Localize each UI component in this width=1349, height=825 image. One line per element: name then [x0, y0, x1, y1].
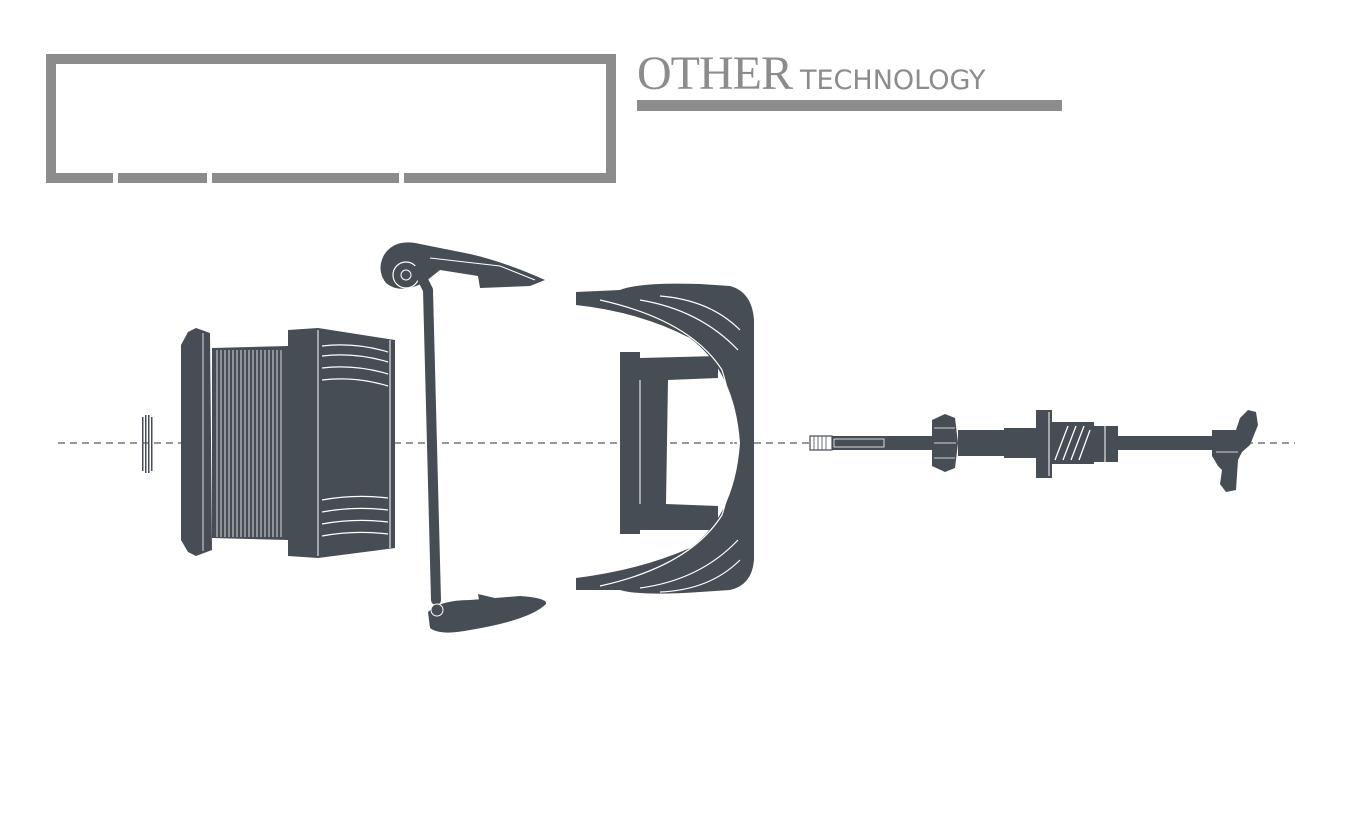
heading-title-main: OTHER — [637, 47, 793, 100]
empty-frame-box — [46, 54, 616, 184]
bail-arm-part — [380, 242, 547, 633]
heading-title-sub: TECHNOLOGY — [799, 65, 986, 96]
spool-part — [181, 328, 395, 558]
washer-part — [142, 415, 153, 473]
main-shaft-part — [809, 410, 1258, 492]
rotor-part — [576, 283, 754, 594]
exploded-reel-diagram — [0, 200, 1349, 660]
heading-underline — [637, 100, 1062, 111]
